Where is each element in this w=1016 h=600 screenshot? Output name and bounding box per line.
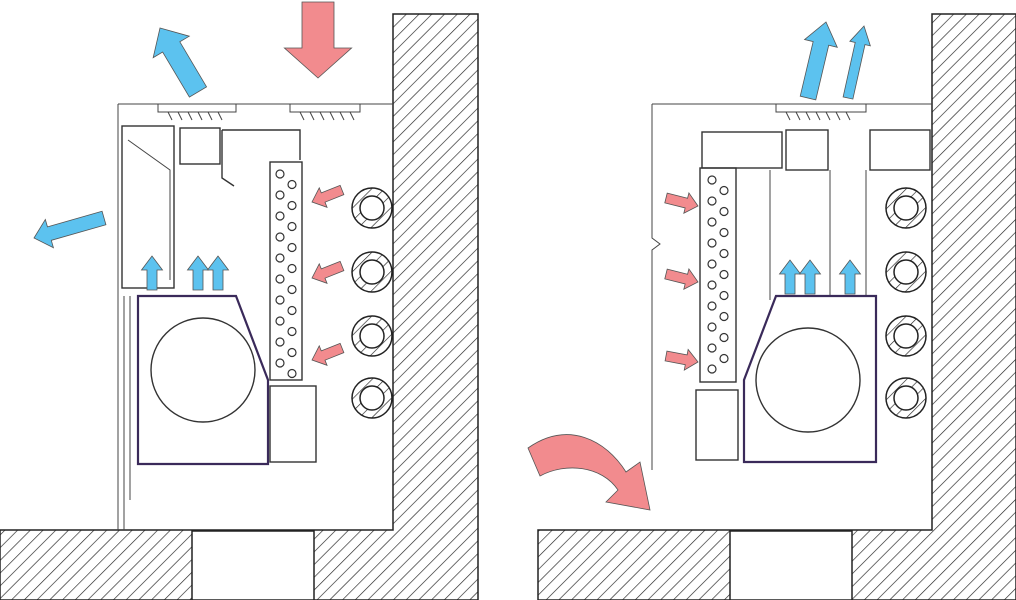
left-panel [0, 13, 479, 600]
radiator-hole [707, 364, 717, 374]
hot-air-arrow [664, 267, 699, 291]
airflow-arrows [33, 1, 871, 511]
cool-air-arrow [152, 27, 208, 98]
radiator-hole [275, 253, 285, 263]
radiator-hole [287, 368, 297, 379]
cool-air-arrow [186, 255, 210, 291]
cool-air-arrow [799, 21, 838, 101]
radiator-hole [707, 238, 717, 248]
radiator-hole [707, 196, 717, 206]
left-side-rail [123, 296, 131, 530]
radiator-hole [719, 269, 729, 280]
right-main-unit-fan [755, 327, 861, 433]
hot-air-arrow [664, 191, 699, 215]
left-top-grille-a [157, 103, 237, 121]
right-radiator-holes [707, 175, 729, 374]
radiator-hole [719, 332, 729, 343]
left-floor-opening [191, 530, 315, 600]
radiator-hole [275, 358, 285, 368]
hot-air-arrow [283, 1, 353, 79]
radiator-hole [719, 206, 729, 217]
right-radiator [699, 167, 737, 383]
radiator-hole [287, 179, 297, 190]
left-pipe-4 [351, 377, 393, 419]
left-main-unit-fan [150, 317, 256, 423]
right-pipe-1 [885, 187, 927, 229]
cool-air-arrow [206, 255, 230, 291]
cool-air-arrow [140, 255, 164, 291]
radiator-hole [287, 284, 297, 295]
left-radiator-holes [275, 169, 297, 379]
hot-air-arrow [664, 348, 699, 371]
radiator-hole [707, 322, 717, 332]
left-bottom-box [269, 385, 317, 463]
radiator-hole [707, 259, 717, 269]
radiator-hole [707, 175, 717, 185]
radiator-hole [275, 232, 285, 242]
right-wall-hatch [537, 13, 1016, 600]
right-side-box [869, 129, 931, 171]
hot-air-arrow [311, 260, 345, 284]
radiator-hole [275, 295, 285, 305]
cool-air-arrow [838, 259, 862, 295]
left-radiator [269, 161, 303, 381]
left-main-unit [136, 294, 270, 466]
right-pipe-3 [885, 315, 927, 357]
right-top-grille [775, 103, 867, 121]
radiator-hole [275, 337, 285, 347]
left-duct [221, 129, 301, 187]
radiator-hole [719, 227, 729, 238]
radiator-hole [707, 301, 717, 311]
left-fan-housing [179, 127, 221, 165]
radiator-hole [287, 326, 297, 337]
radiator-hole [719, 311, 729, 322]
radiator-hole [287, 347, 297, 358]
right-fan-housing [785, 129, 829, 171]
radiator-hole [719, 185, 729, 196]
left-pipe-3 [351, 315, 393, 357]
radiator-hole [719, 290, 729, 301]
radiator-hole [275, 274, 285, 284]
left-upper-module-slope [127, 139, 171, 280]
radiator-hole [287, 221, 297, 232]
radiator-hole [287, 305, 297, 316]
right-pipe-4 [885, 377, 927, 419]
cool-air-arrow [798, 259, 822, 295]
radiator-hole [275, 316, 285, 326]
left-pipe-2 [351, 251, 393, 293]
radiator-hole [287, 200, 297, 211]
radiator-hole [707, 343, 717, 353]
hot-air-curved-arrow [527, 434, 651, 511]
left-top-grille-b [289, 103, 361, 121]
right-panel [537, 13, 1016, 600]
right-pipe-2 [885, 251, 927, 293]
radiator-hole [287, 263, 297, 274]
radiator-hole [275, 169, 285, 179]
cool-air-arrow [842, 25, 871, 100]
radiator-hole [719, 248, 729, 259]
radiator-hole [719, 353, 729, 364]
radiator-hole [275, 211, 285, 221]
radiator-hole [707, 217, 717, 227]
radiator-hole [275, 190, 285, 200]
right-main-unit [742, 294, 878, 464]
left-wall-hatch [0, 13, 479, 600]
right-middle-column [769, 170, 867, 300]
cool-air-arrow [778, 259, 802, 295]
hot-air-arrow [311, 184, 345, 208]
hot-air-arrow [311, 342, 345, 366]
left-pipe-1 [351, 187, 393, 229]
cool-air-arrow [33, 210, 107, 249]
radiator-hole [707, 280, 717, 290]
right-floor-opening [729, 530, 853, 600]
right-upper-module [701, 131, 783, 169]
radiator-hole [287, 242, 297, 253]
right-bottom-box [695, 389, 739, 461]
